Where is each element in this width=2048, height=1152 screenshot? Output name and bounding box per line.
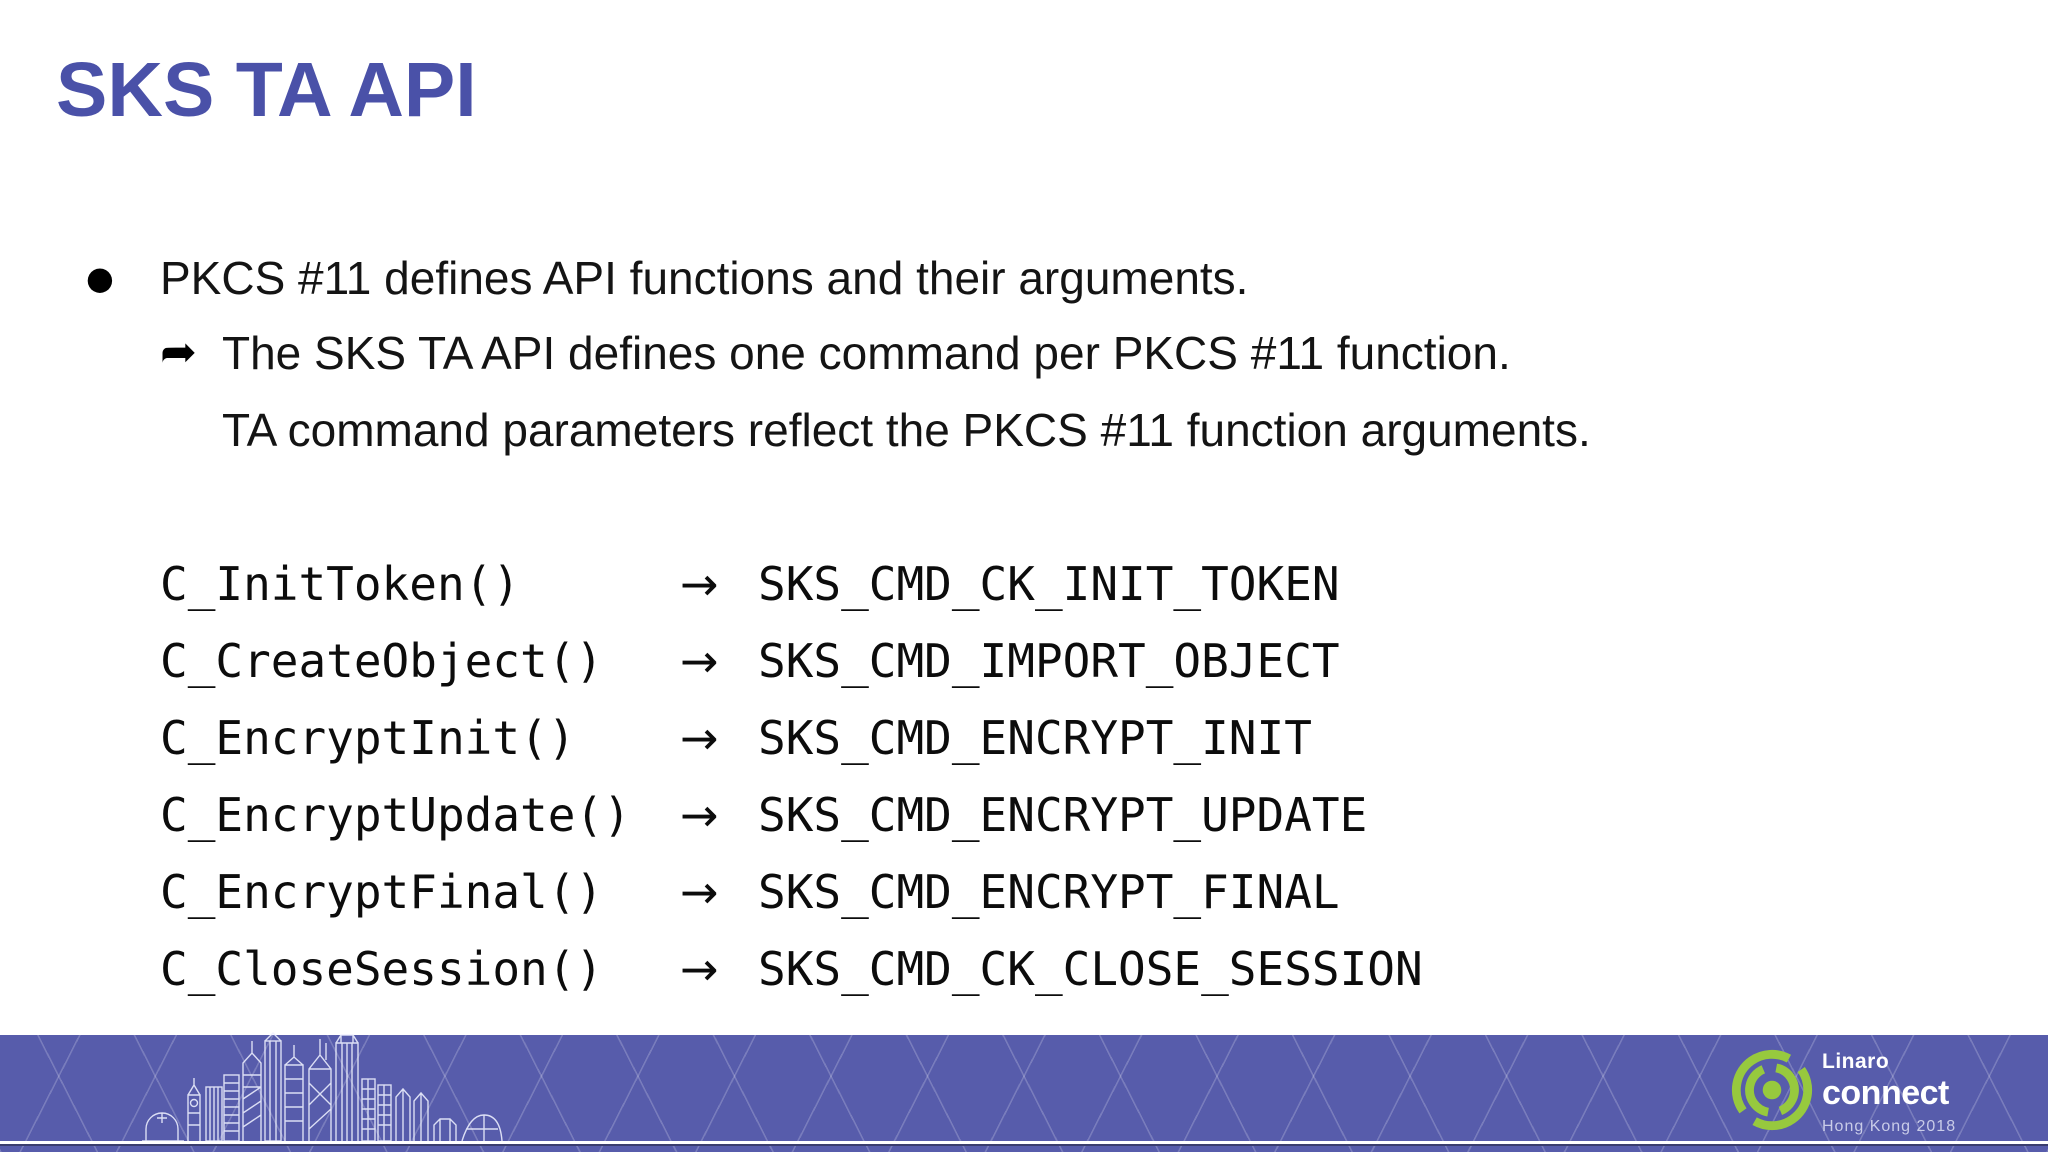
- pkcs11-function: C_EncryptUpdate(): [160, 787, 631, 842]
- sks-command: SKS_CMD_ENCRYPT_UPDATE: [758, 787, 1368, 842]
- bullet-line-2-text: The SKS TA API defines one command per P…: [222, 327, 1511, 379]
- bullet-dot-icon: ●: [86, 259, 114, 297]
- brand-connect: connect: [1822, 1074, 1949, 1112]
- ground-shadow-line: [0, 1144, 2048, 1146]
- bullet-line-1-text: PKCS #11 defines API functions and their…: [160, 252, 1249, 304]
- sks-command: SKS_CMD_CK_INIT_TOKEN: [758, 556, 1340, 611]
- sks-command: SKS_CMD_ENCRYPT_FINAL: [758, 864, 1340, 919]
- linaro-connect-logo-icon: [1731, 1049, 1813, 1131]
- pkcs11-function: C_CloseSession(): [160, 941, 604, 996]
- bullet-line-3: TA command parameters reflect the PKCS #…: [222, 402, 1591, 458]
- mapping-row: C_InitToken() → SKS_CMD_CK_INIT_TOKEN: [160, 545, 1423, 622]
- mapping-row: C_EncryptFinal() → SKS_CMD_ENCRYPT_FINAL: [160, 853, 1423, 930]
- brand-event: Hong Kong 2018: [1822, 1118, 1957, 1135]
- mapping-row: C_CreateObject() → SKS_CMD_IMPORT_OBJECT: [160, 622, 1423, 699]
- right-arrow-icon: →: [680, 864, 719, 919]
- linaro-connect-wordmark: Linaro connect Hong Kong 2018: [1822, 1051, 1956, 1135]
- mapping-row: C_EncryptUpdate() → SKS_CMD_ENCRYPT_UPDA…: [160, 776, 1423, 853]
- sks-command: SKS_CMD_IMPORT_OBJECT: [758, 633, 1340, 688]
- brand-linaro: Linaro: [1822, 1050, 1890, 1073]
- sks-command: SKS_CMD_ENCRYPT_INIT: [758, 710, 1312, 765]
- pkcs11-function: C_EncryptInit(): [160, 710, 576, 765]
- right-arrow-icon: →: [680, 787, 719, 842]
- right-arrow-icon: →: [680, 556, 719, 611]
- hong-kong-skyline-art: [142, 1032, 503, 1141]
- curved-arrow-icon: ➥: [160, 328, 197, 379]
- sks-command: SKS_CMD_CK_CLOSE_SESSION: [758, 941, 1423, 996]
- mapping-row: C_CloseSession() → SKS_CMD_CK_CLOSE_SESS…: [160, 930, 1423, 1007]
- mapping-row: C_EncryptInit() → SKS_CMD_ENCRYPT_INIT: [160, 699, 1423, 776]
- right-arrow-icon: →: [680, 710, 719, 765]
- bullet-line-3-text: TA command parameters reflect the PKCS #…: [222, 404, 1591, 456]
- bullet-line-1: ● PKCS #11 defines API functions and the…: [86, 250, 1249, 306]
- pkcs11-function: C_CreateObject(): [160, 633, 604, 688]
- pkcs11-function: C_EncryptFinal(): [160, 864, 604, 919]
- page-title: SKS TA API: [56, 47, 477, 133]
- pkcs11-function: C_InitToken(): [160, 556, 521, 611]
- ground-line: [0, 1141, 2048, 1144]
- right-arrow-icon: →: [680, 941, 719, 996]
- api-mapping-list: C_InitToken() → SKS_CMD_CK_INIT_TOKEN C_…: [160, 545, 1423, 1007]
- right-arrow-icon: →: [680, 633, 719, 688]
- footer-band: Linaro connect Hong Kong 2018: [0, 1032, 2048, 1152]
- bullet-line-2: ➥ The SKS TA API defines one command per…: [160, 325, 1511, 381]
